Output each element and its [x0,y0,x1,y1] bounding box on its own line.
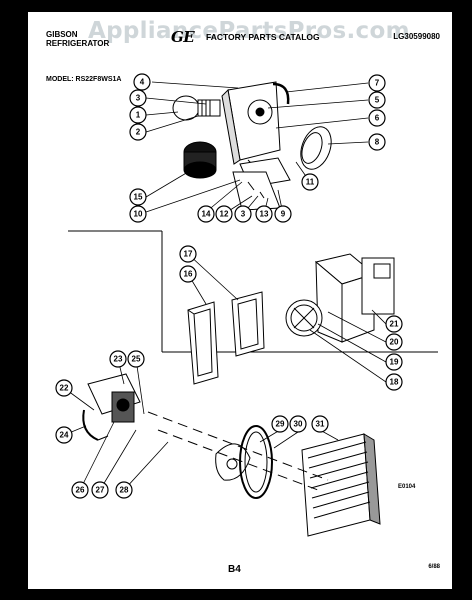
callout-19: 19 [385,353,403,371]
exploded-view-drawing: 4 3 1 2 15 10 7 5 6 8 11 14 12 3 13 9 17… [55,73,438,537]
callout-1: 1 [129,106,147,124]
evaporator-cover-grille [301,433,381,537]
callout-22: 22 [55,379,73,397]
svg-text:3: 3 [241,210,246,219]
svg-text:2: 2 [136,128,141,137]
callout-12: 12 [215,205,233,223]
svg-text:8: 8 [375,138,380,147]
callout-23: 23 [109,350,127,368]
callout-28: 28 [115,481,133,499]
brand-line-1: GIBSON [46,30,78,39]
svg-text:3: 3 [136,94,141,103]
duct-seal-16 [187,301,219,385]
callout-5: 5 [368,91,386,109]
callout-25: 25 [127,350,145,368]
svg-text:16: 16 [184,270,193,279]
svg-text:13: 13 [260,210,269,219]
svg-text:29: 29 [276,420,285,429]
callout-27: 27 [91,481,109,499]
svg-text:1: 1 [136,111,141,120]
catalog-code: LG30599080 [393,32,440,41]
callout-6: 6 [368,109,386,127]
brand-block: GIBSON REFRIGERATOR [46,30,109,48]
svg-text:31: 31 [316,420,325,429]
brand-logo: GE [171,28,195,46]
callout-17: 17 [179,245,197,263]
callout-31: 31 [311,415,329,433]
callout-3: 3 [129,89,147,107]
svg-text:5: 5 [375,96,380,105]
svg-text:14: 14 [202,210,211,219]
motor-bracket-assembly [221,81,291,188]
fan-housing-assembly [285,253,395,343]
svg-text:22: 22 [60,384,69,393]
callout-11: 11 [301,173,319,191]
page-number: B4 [228,564,241,575]
callout-9: 9 [274,205,292,223]
callout-14: 14 [197,205,215,223]
fan-blade-cover [300,126,332,170]
duct-seal-17 [231,291,265,357]
callout-8: 8 [368,133,386,151]
svg-text:27: 27 [96,486,105,495]
callout-18: 18 [385,373,403,391]
leader-lines [63,81,387,491]
model-number: MODEL: RS22F8WS1A [46,76,122,83]
svg-text:26: 26 [76,486,85,495]
catalog-title: FACTORY PARTS CATALOG [206,32,320,42]
damper-control-assembly [82,373,141,441]
print-date: 6/88 [428,564,440,570]
svg-text:17: 17 [184,250,193,259]
svg-text:9: 9 [281,210,286,219]
svg-text:21: 21 [390,320,399,329]
callout-16: 16 [179,265,197,283]
callout-21: 21 [385,315,403,333]
callout-4: 4 [133,73,151,91]
callout-29: 29 [271,415,289,433]
fan-shroud-ring [239,425,273,499]
callout-15: 15 [129,188,147,206]
svg-text:25: 25 [132,355,141,364]
fan-motor [183,141,217,179]
svg-text:28: 28 [120,486,129,495]
callout-7: 7 [368,74,386,92]
svg-text:19: 19 [390,358,399,367]
callout-26: 26 [71,481,89,499]
callout-30: 30 [289,415,307,433]
svg-text:11: 11 [306,178,315,187]
svg-text:4: 4 [140,78,145,87]
figure-code: E0104 [398,484,416,490]
svg-text:10: 10 [134,210,143,219]
svg-text:15: 15 [134,193,143,202]
svg-text:12: 12 [220,210,229,219]
svg-text:30: 30 [294,420,303,429]
svg-text:6: 6 [375,114,380,123]
svg-text:23: 23 [114,355,123,364]
svg-text:24: 24 [60,431,69,440]
svg-text:18: 18 [390,378,399,387]
brand-line-2: REFRIGERATOR [46,39,110,48]
callouts: 4 3 1 2 15 10 7 5 6 8 11 14 12 3 13 9 17… [55,73,403,499]
callout-2: 2 [129,123,147,141]
parts-diagram-page: AppliancePartsPros.com GIBSON REFRIGERAT… [28,12,452,589]
callout-20: 20 [385,333,403,351]
callout-10: 10 [129,205,147,223]
callout-13: 13 [255,205,273,223]
svg-text:20: 20 [390,338,399,347]
svg-text:7: 7 [375,79,380,88]
callout-24: 24 [55,426,73,444]
callout-3b: 3 [234,205,252,223]
watermark: AppliancePartsPros.com [88,18,410,44]
